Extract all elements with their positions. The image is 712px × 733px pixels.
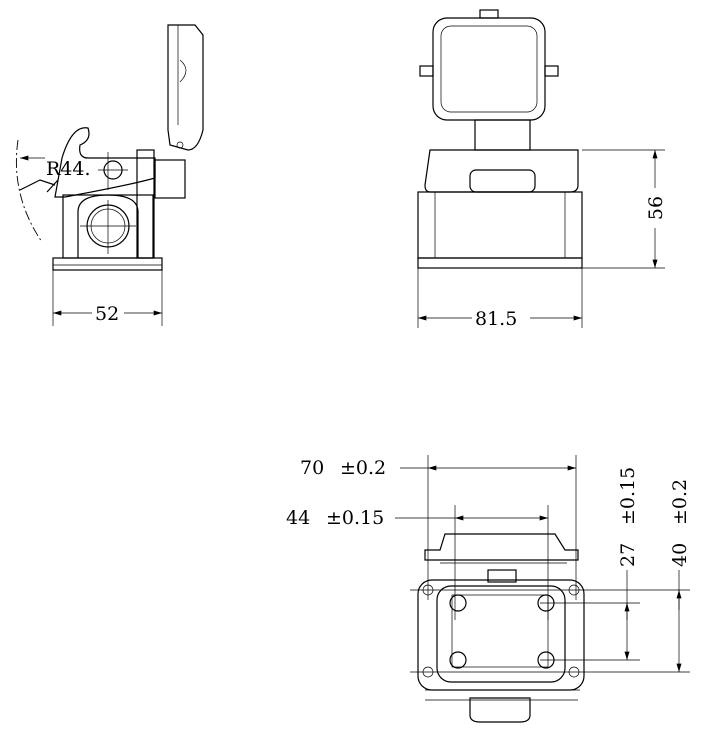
outer-width-tolerance: ±0.2 <box>340 457 386 479</box>
bottom-view: 70 ±0.2 44 ±0.15 27 ±0.15 40 ±0.2 <box>286 455 691 723</box>
outer-height-tolerance: ±0.2 <box>669 479 691 525</box>
front-lid <box>432 17 546 121</box>
inner-height-value: 27 <box>617 543 639 567</box>
front-view: 56 81.5 <box>417 9 667 330</box>
side-lid <box>167 24 204 151</box>
outer-height-value: 40 <box>669 543 691 567</box>
locking-lever <box>54 127 156 198</box>
swing-radius-arc <box>15 139 43 243</box>
side-width-dimension: 52 <box>95 303 119 325</box>
inner-width-value: 44 <box>286 507 310 529</box>
inner-height-tolerance: ±0.15 <box>617 467 639 525</box>
mounting-flange <box>417 579 585 691</box>
radius-label: R44. <box>46 158 91 180</box>
front-width-dimension: 81.5 <box>475 308 517 330</box>
bottom-lid <box>424 533 579 561</box>
inner-width-tolerance: ±0.15 <box>326 507 384 529</box>
outer-width-value: 70 <box>300 457 324 479</box>
front-height-dimension: 56 <box>645 196 667 220</box>
side-view: R44. 52 <box>15 24 204 326</box>
